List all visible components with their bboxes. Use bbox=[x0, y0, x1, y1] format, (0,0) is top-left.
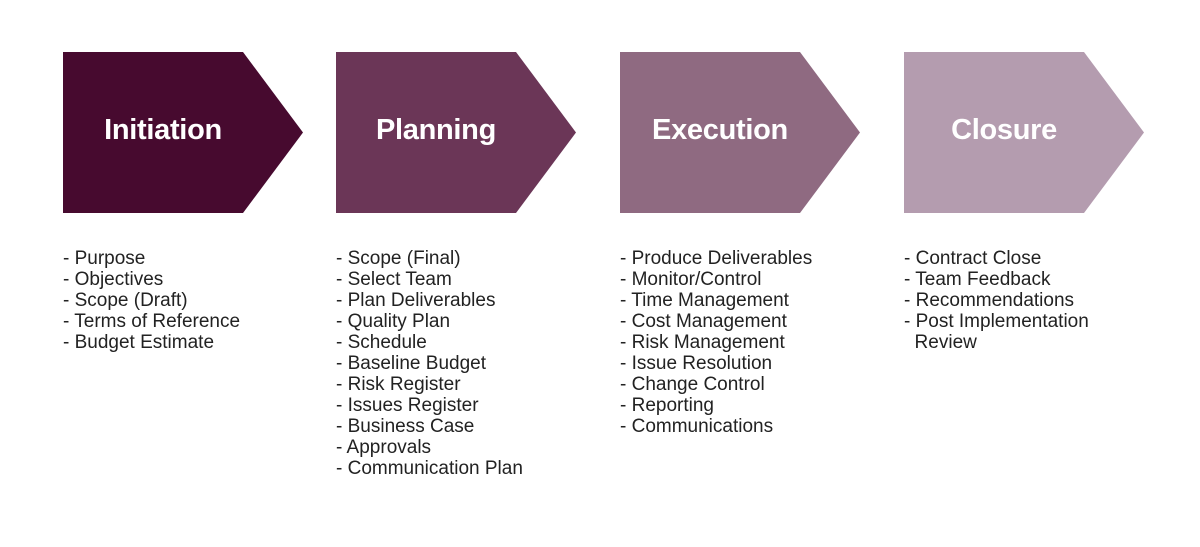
phase-item: - Plan Deliverables bbox=[336, 290, 496, 311]
phase-arrow: Execution bbox=[620, 52, 860, 213]
phase-title: Execution bbox=[652, 114, 788, 146]
phase-item: - Reporting bbox=[620, 395, 714, 416]
phase-item: - Contract Close bbox=[904, 248, 1042, 269]
phase-item: - Objectives bbox=[63, 269, 164, 290]
phase-execution: Execution - Produce Deliverables - Monit… bbox=[620, 52, 860, 437]
phase-item-list: - Purpose - Objectives - Scope (Draft) -… bbox=[63, 248, 323, 353]
phase-item: Review bbox=[904, 332, 977, 353]
phase-item: - Terms of Reference bbox=[63, 311, 241, 332]
phase-item-list: - Contract Close - Team Feedback - Recom… bbox=[904, 248, 1164, 353]
phase-item: - Produce Deliverables bbox=[620, 248, 813, 269]
phase-arrow: Planning bbox=[336, 52, 576, 213]
phase-arrow: Closure bbox=[904, 52, 1144, 213]
phase-item: - Issues Register bbox=[336, 395, 479, 416]
phase-initiation: Initiation - Purpose - Objectives - Scop… bbox=[63, 52, 303, 353]
chevron-shape bbox=[336, 52, 576, 213]
phase-planning: Planning - Scope (Final) - Select Team -… bbox=[336, 52, 576, 479]
phase-arrow: Initiation bbox=[63, 52, 303, 213]
phase-item: - Quality Plan bbox=[336, 311, 451, 332]
phase-item: - Risk Register bbox=[336, 374, 461, 395]
phase-item: - Time Management bbox=[620, 290, 789, 311]
phase-item: - Purpose bbox=[63, 248, 146, 269]
phase-title: Initiation bbox=[104, 114, 222, 146]
phase-item: - Change Control bbox=[620, 374, 765, 395]
phase-item-list: - Scope (Final) - Select Team - Plan Del… bbox=[336, 248, 596, 479]
phase-item: - Scope (Draft) bbox=[63, 290, 188, 311]
phase-item: - Monitor/Control bbox=[620, 269, 762, 290]
phase-item: - Approvals bbox=[336, 437, 432, 458]
phase-item: - Issue Resolution bbox=[620, 353, 773, 374]
phase-title: Closure bbox=[951, 114, 1057, 146]
phase-item: - Communication Plan bbox=[336, 458, 523, 479]
chevron-shape bbox=[904, 52, 1144, 213]
phase-item: - Risk Management bbox=[620, 332, 785, 353]
phase-title: Planning bbox=[375, 114, 497, 146]
phase-item-list: - Produce Deliverables - Monitor/Control… bbox=[620, 248, 880, 437]
phase-item: - Business Case bbox=[336, 416, 475, 437]
phase-item: - Cost Management bbox=[620, 311, 787, 332]
phase-item: - Communications bbox=[620, 416, 774, 437]
phase-item: - Recommendations bbox=[904, 290, 1075, 311]
phase-item: - Select Team bbox=[336, 269, 452, 290]
phase-item: - Scope (Final) bbox=[336, 248, 461, 269]
phase-closure: Closure - Contract Close - Team Feedback… bbox=[904, 52, 1144, 353]
phase-item: - Baseline Budget bbox=[336, 353, 486, 374]
phase-item: - Post Implementation bbox=[904, 311, 1089, 332]
phase-item: - Team Feedback bbox=[904, 269, 1051, 290]
chevron-shape bbox=[620, 52, 860, 213]
phase-item: - Budget Estimate bbox=[63, 332, 215, 353]
phase-item: - Schedule bbox=[336, 332, 427, 353]
chevron-shape bbox=[63, 52, 303, 213]
